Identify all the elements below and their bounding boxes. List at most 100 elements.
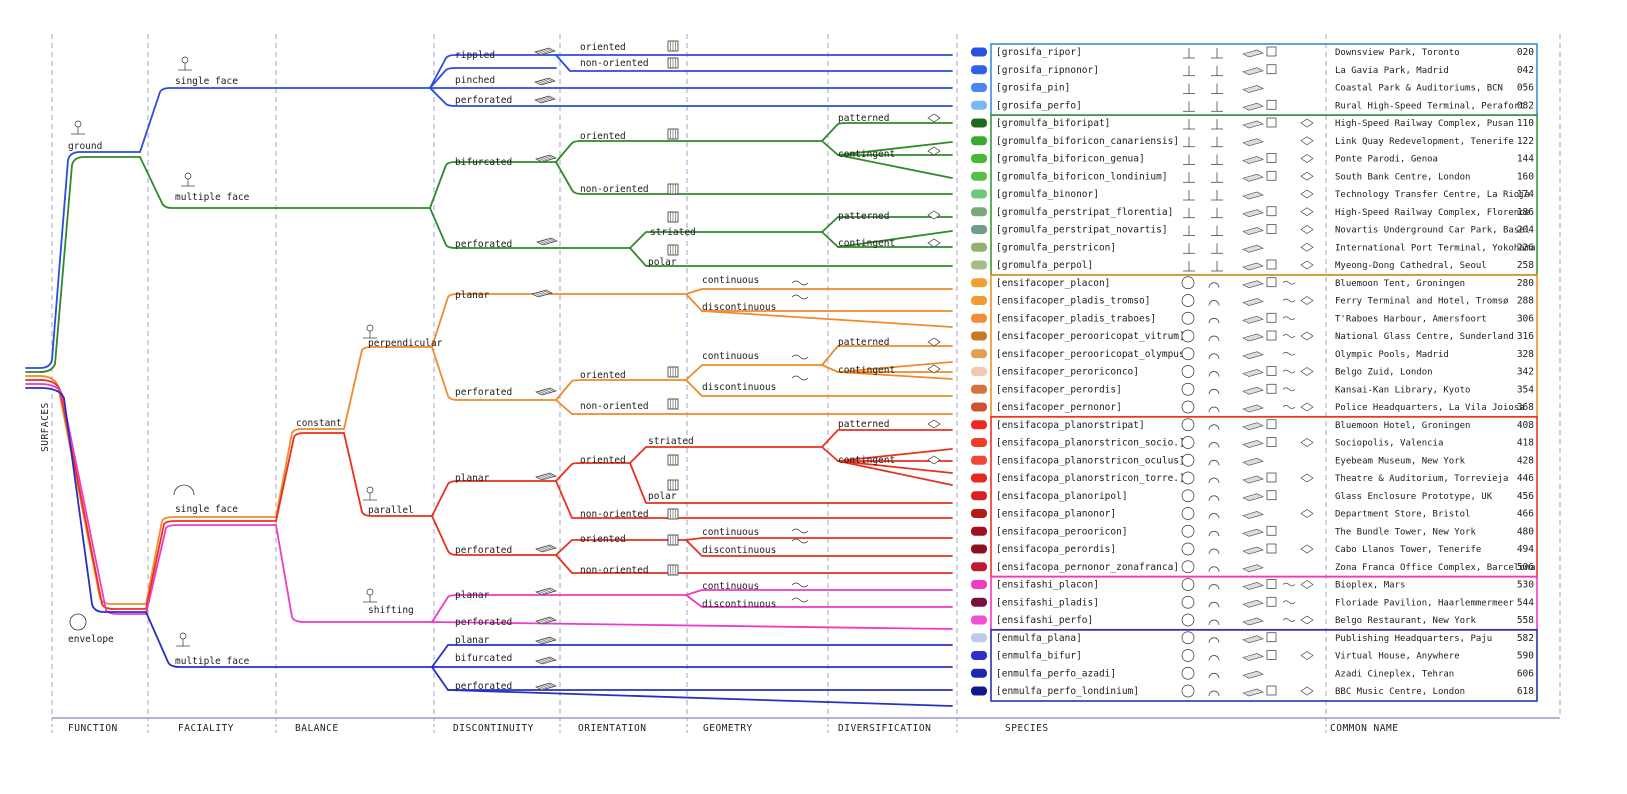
common-name: Bioplex, Mars [1335, 581, 1405, 591]
single-face-arc-icon [173, 484, 195, 496]
diversification-glyph-icon [1300, 118, 1314, 128]
species-name: [ensifashi_perfo] [996, 615, 1093, 626]
envelope-glyph-icon [1181, 684, 1195, 698]
species-name: [ensifacopa_perooricon] [996, 526, 1128, 537]
branch-line [555, 462, 631, 482]
branch-line [145, 516, 277, 605]
node-function: envelope [68, 634, 114, 645]
diversification-glyph-icon [1300, 154, 1314, 163]
species-color-marker [971, 65, 987, 75]
surface-icon [535, 682, 557, 691]
species-name: [grosifa_perfo] [996, 100, 1082, 111]
species-row: [gromulfa_binonor]Technology Transfer Ce… [971, 189, 1534, 201]
species-color-marker [971, 384, 987, 394]
wave-icon [791, 528, 809, 534]
column-header-balance: BALANCE [295, 723, 339, 734]
envelope-glyph-icon [1181, 276, 1195, 290]
diamond-icon [927, 419, 941, 429]
node-orientation: non-oriented [580, 184, 649, 195]
species-name: [gromulfa_perstricon] [996, 242, 1116, 253]
species-row: [ensifacopa_planonor]Department Store, B… [971, 507, 1534, 520]
envelope-glyph-icon [1181, 507, 1195, 520]
species-row: [gromulfa_biforipat]High-Speed Railway C… [971, 117, 1534, 130]
diversification-glyph-icon [1300, 438, 1314, 447]
envelope-glyph-icon [1181, 595, 1195, 609]
surface-glyph-icon [1242, 422, 1264, 431]
common-name: Downsview Park, Toronto [1335, 48, 1460, 58]
multiple-face-envelope-figure-icon [176, 632, 190, 647]
face-arc-icon [1208, 584, 1220, 590]
pattern-glyph-icon [1266, 224, 1277, 234]
species-row: [grosifa_pin]Coastal Park & Auditoriums,… [971, 83, 1534, 94]
species-color-marker [971, 171, 987, 181]
pattern-glyph-icon [1266, 64, 1277, 75]
node-geometry: continuous [702, 527, 759, 538]
node-orientation: polar [648, 257, 677, 268]
pattern-glyph-icon [1266, 650, 1277, 660]
branch-line [39, 387, 147, 613]
species-number: 408 [1517, 420, 1534, 431]
species-row: [ensifacoper_perooricopat_vitrum]Nationa… [971, 329, 1534, 343]
node-function: ground [68, 141, 102, 152]
species-number: 226 [1517, 242, 1534, 253]
face-arc-icon [1208, 424, 1220, 430]
grid-icon [667, 183, 679, 195]
node-discontinuity: bifurcated [455, 653, 512, 664]
species-color-marker [971, 651, 987, 660]
surface-icon [535, 472, 557, 481]
species-color-marker [971, 136, 987, 146]
branch-line [431, 480, 557, 517]
species-name: [ensifacopa_perordis] [996, 544, 1116, 555]
column-header-orientation: ORIENTATION [578, 723, 646, 734]
face-arc-icon [1208, 513, 1220, 519]
column-header-diversification: DIVERSIFICATION [838, 723, 931, 734]
diversification-glyph-icon [1300, 242, 1314, 252]
species-row: [ensifacopa_planorstricon_socio.]Sociopo… [971, 436, 1534, 449]
branch-line [837, 460, 953, 486]
node-discontinuity: perforated [455, 617, 512, 628]
branch-line [837, 141, 953, 156]
grid-icon [667, 40, 679, 52]
diamond-icon [927, 146, 941, 156]
diversification-glyph-icon [1300, 580, 1314, 589]
face-arc-icon [1208, 548, 1220, 555]
diversification-glyph-icon [1300, 544, 1314, 554]
node-discontinuity: planar [455, 590, 490, 601]
node-discontinuity: perforated [455, 681, 512, 692]
diamond-icon [927, 337, 941, 347]
species-number: 020 [1517, 47, 1534, 58]
species-number: 174 [1517, 189, 1534, 200]
species-row: [gromulfa_biforicon_genua]Ponte Parodi, … [971, 153, 1534, 165]
envelope-glyph-icon [1181, 578, 1195, 591]
column-header-function: FUNCTION [68, 723, 118, 734]
pattern-glyph-icon [1266, 259, 1277, 270]
branch-line [145, 524, 277, 615]
diversification-glyph-icon [1300, 296, 1314, 305]
envelope-glyph-icon [1181, 613, 1195, 627]
node-orientation: non-oriented [580, 509, 649, 520]
diversification-glyph-icon [1300, 367, 1314, 376]
envelope-glyph-icon [1181, 649, 1195, 662]
surface-icon [534, 95, 556, 104]
grid-icon [667, 508, 679, 520]
pattern-glyph-icon [1266, 685, 1277, 696]
envelope-glyph-icon [1181, 418, 1195, 432]
node-diversification: contingent [838, 238, 895, 249]
common-name: High-Speed Railway Complex, Pusan [1335, 119, 1514, 129]
surface-glyph-icon [1242, 546, 1264, 555]
branch-line [39, 151, 141, 369]
species-row: [grosifa_perfo]Rural High-Speed Terminal… [971, 99, 1534, 112]
species-number: 618 [1517, 686, 1534, 697]
species-name: [gromulfa_biforicon_londinium] [996, 171, 1168, 182]
species-number: 428 [1517, 455, 1534, 466]
face-arc-icon [1208, 601, 1220, 608]
common-name: Belgo Restaurant, New York [1335, 616, 1476, 626]
branch-line [821, 122, 953, 142]
common-name: BBC Music Centre, London [1335, 687, 1465, 697]
branch-line [555, 140, 823, 163]
species-number: 530 [1517, 580, 1534, 591]
species-number: 494 [1517, 544, 1534, 555]
